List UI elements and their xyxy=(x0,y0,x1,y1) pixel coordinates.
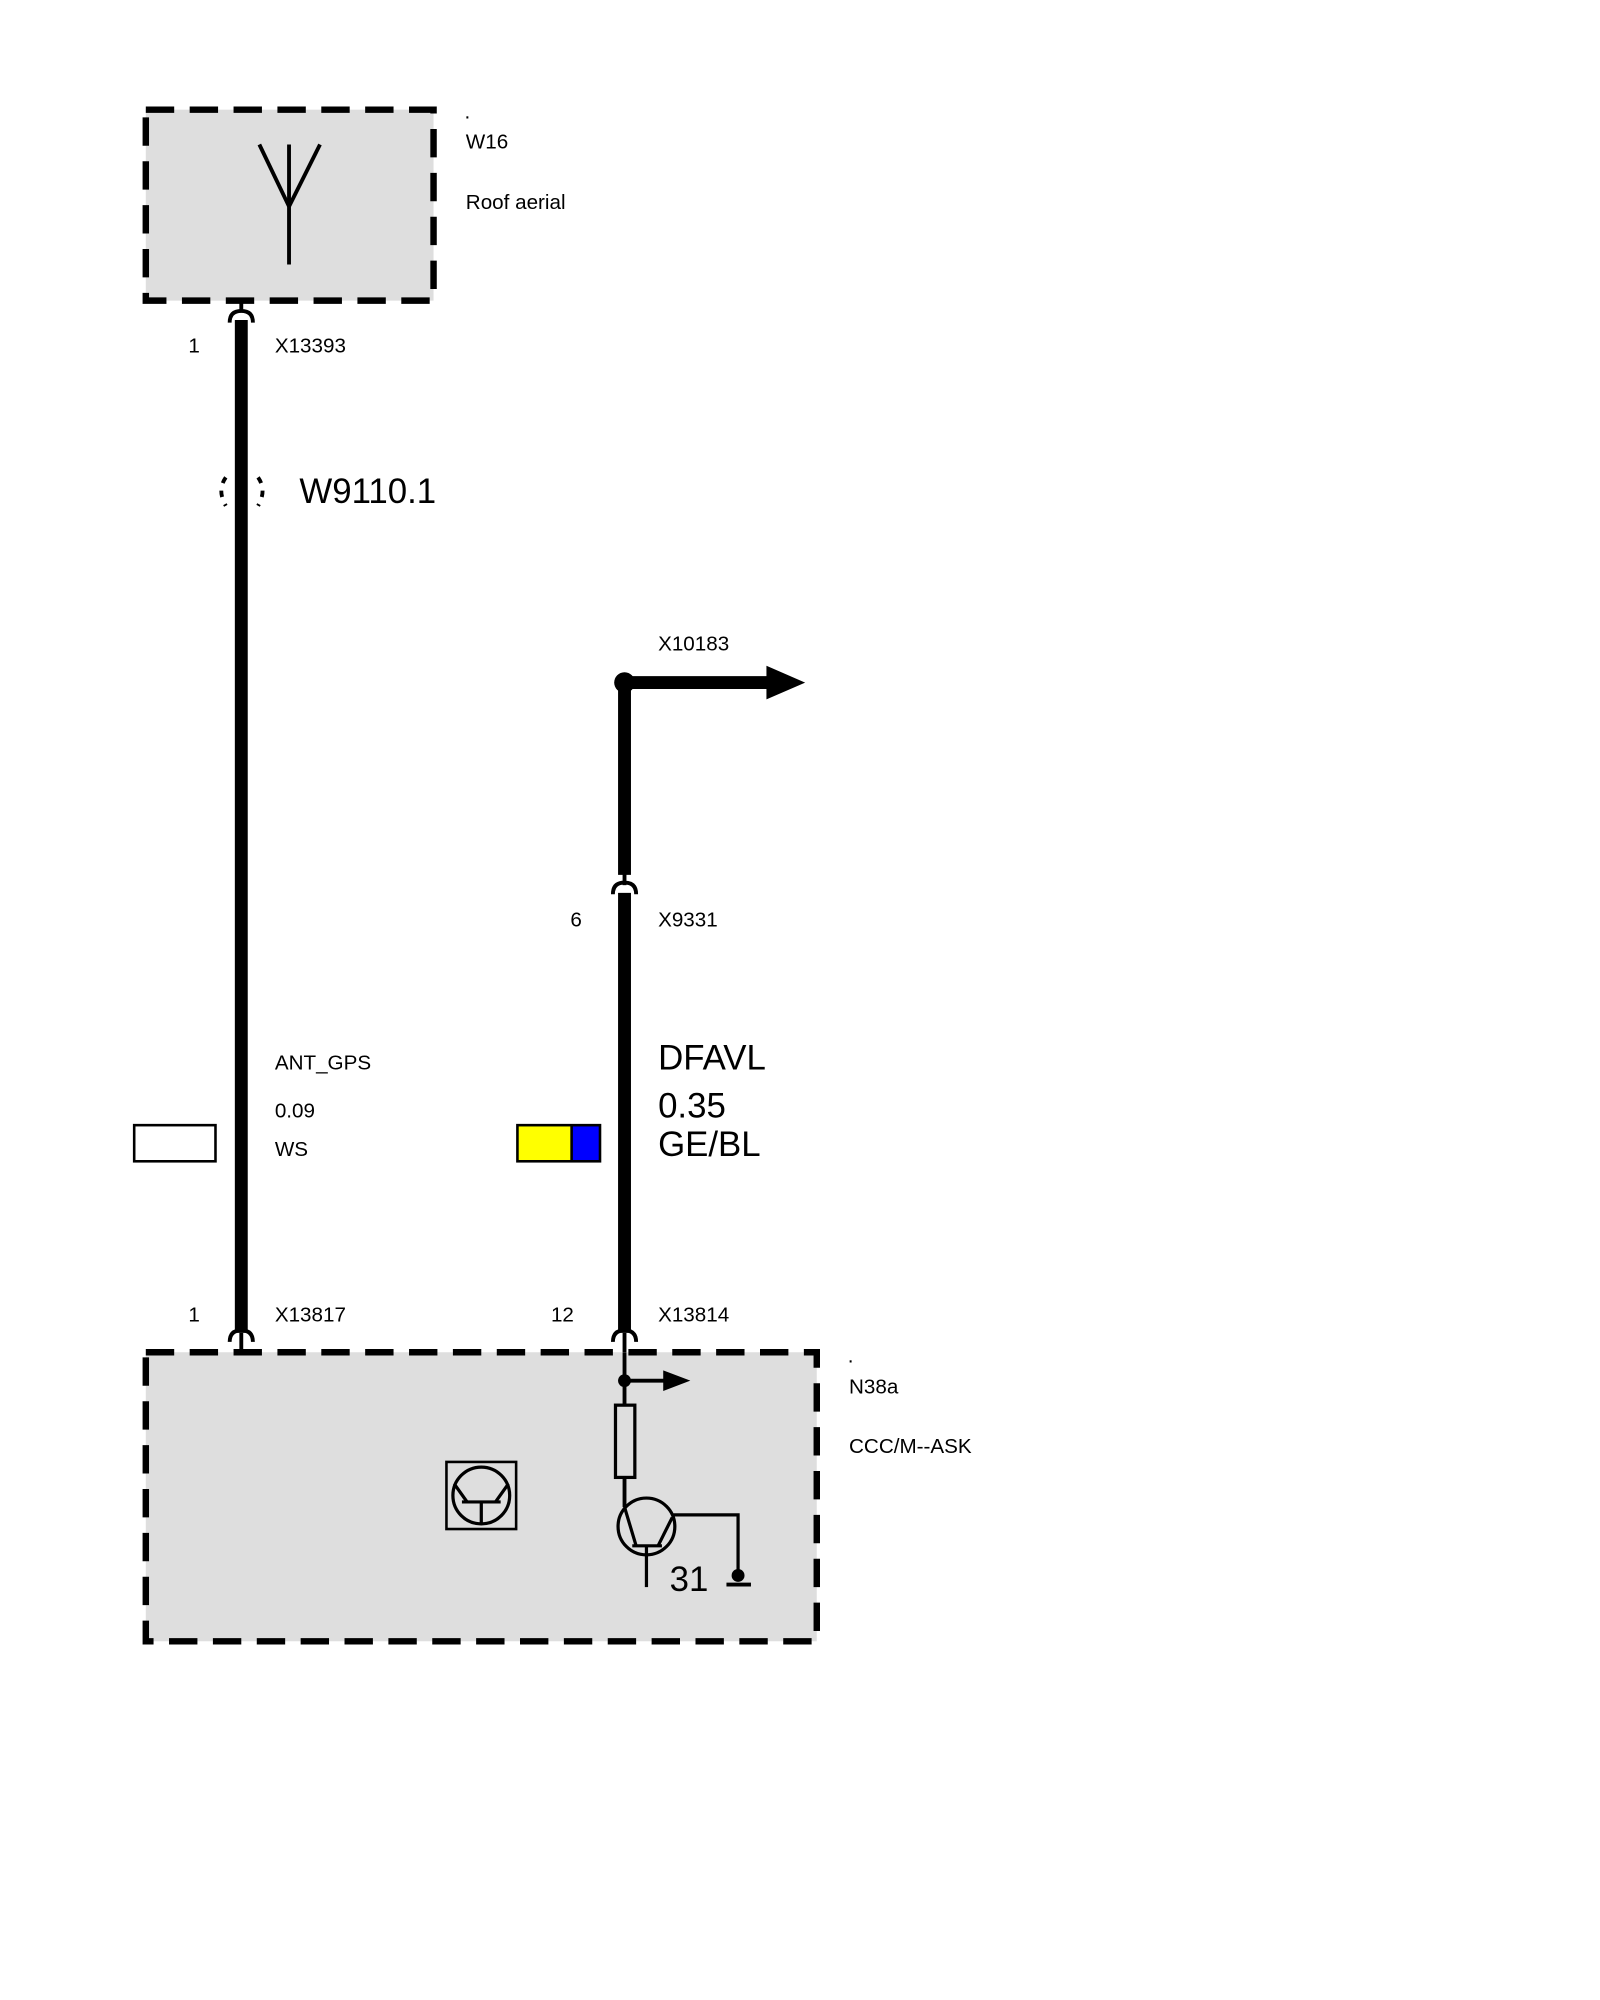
module-pin12-pin: 12 xyxy=(551,1303,574,1326)
module-id: N38a xyxy=(849,1376,899,1399)
roof-aerial-component[interactable] xyxy=(142,106,437,304)
ground-terminal-label: 31 xyxy=(670,1560,709,1599)
output-stage-circuit xyxy=(613,1352,751,1588)
wire-ant-gps[interactable] xyxy=(227,300,255,1353)
aerial-pin: 1 xyxy=(188,334,199,357)
cable-shield-icon xyxy=(219,476,265,507)
ant-gps-color-code: WS xyxy=(275,1138,308,1161)
dfavl-size: 0.35 xyxy=(658,1086,726,1125)
aerial-dot: . xyxy=(465,101,471,124)
dfavl-color-code: GE/BL xyxy=(658,1125,761,1164)
transistor-symbol-icon xyxy=(445,1460,518,1531)
module-dot: . xyxy=(848,1345,854,1368)
ccc-module-component[interactable]: 31 xyxy=(142,1349,820,1645)
module-pin12-connector-id: X13814 xyxy=(658,1303,729,1326)
dfavl-color-swatch xyxy=(516,1123,602,1163)
aerial-id: W16 xyxy=(466,130,508,153)
continuation-connector-id: X10183 xyxy=(658,632,729,655)
wire-dfavl[interactable] xyxy=(610,665,806,1353)
aerial-name: Roof aerial xyxy=(466,191,566,214)
module-ant-connector-id: X13817 xyxy=(275,1303,346,1326)
cable-id: W9110.1 xyxy=(299,472,436,511)
ant-gps-signal: ANT_GPS xyxy=(275,1052,371,1075)
antenna-icon xyxy=(257,143,322,265)
module-name: CCC/M--ASK xyxy=(849,1435,972,1458)
inline-pin: 6 xyxy=(570,908,581,931)
ant-gps-color-swatch xyxy=(132,1123,217,1163)
dfavl-signal: DFAVL xyxy=(658,1039,766,1078)
module-ant-pin: 1 xyxy=(188,1303,199,1326)
inline-connector-id: X9331 xyxy=(658,908,718,931)
ant-gps-size: 0.09 xyxy=(275,1099,315,1122)
aerial-connector-id: X13393 xyxy=(275,334,346,357)
